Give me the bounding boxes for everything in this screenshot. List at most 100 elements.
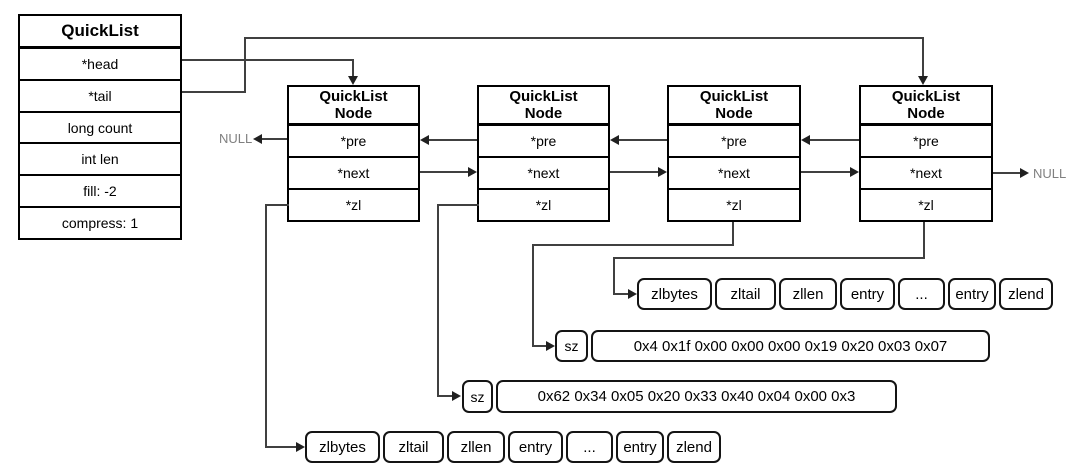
quicklist-node-2-box: QuickList Node *pre *next *zl xyxy=(477,85,610,222)
node3-zl-line-v1 xyxy=(732,222,734,246)
node-3-title-line1: QuickList xyxy=(699,88,769,105)
node-1-title-line2: Node xyxy=(334,105,373,122)
ziplist-cell-ellipsis: ... xyxy=(566,431,613,463)
quicklist-struct-box: QuickList *head *tail long count int len… xyxy=(18,14,182,240)
node-2-field-next: *next xyxy=(479,158,608,190)
ziplist-cell-entry: entry xyxy=(508,431,563,463)
node-3-field-zl: *zl xyxy=(726,197,742,213)
sz-hex-node3: 0x4 0x1f 0x00 0x00 0x00 0x19 0x20 0x03 0… xyxy=(591,330,990,362)
node3-pre-arrow-icon xyxy=(610,135,619,145)
node-2-field-pre: *pre xyxy=(479,126,608,158)
node4-zl-line-v2 xyxy=(613,257,615,295)
tail-pointer-line-v2 xyxy=(922,37,924,76)
ziplist-cell-zltail: zltail xyxy=(715,278,776,310)
node1-zl-line-h2 xyxy=(265,446,296,448)
node1-next-arrow-icon xyxy=(468,167,477,177)
node1-pre-null-arrow-icon xyxy=(253,134,262,144)
node4-zl-arrow-icon xyxy=(628,289,637,299)
node-4-field-zl: *zl xyxy=(918,197,934,213)
node-4-field-pre: *pre xyxy=(861,126,991,158)
sz-hex-node2: 0x62 0x34 0x05 0x20 0x33 0x40 0x04 0x00 … xyxy=(496,380,897,413)
quicklist-node-1-box: QuickList Node *pre *next *zl xyxy=(287,85,420,222)
sz-label-node3: sz xyxy=(555,330,588,362)
node4-zl-line-v1 xyxy=(923,222,925,259)
ziplist-cell-entry: entry xyxy=(948,278,996,310)
ziplist-cell-zlbytes: zlbytes xyxy=(637,278,712,310)
ziplist-cell-ellipsis: ... xyxy=(898,278,945,310)
node2-next-line xyxy=(610,171,658,173)
node2-zl-arrow-icon xyxy=(452,391,461,401)
node4-next-null-line xyxy=(993,172,1020,174)
quicklist-node-4-box: QuickList Node *pre *next *zl xyxy=(859,85,993,222)
node-2-field-zl: *zl xyxy=(535,197,552,213)
node4-pre-line xyxy=(810,139,859,141)
quicklist-field-fill: fill: -2 xyxy=(20,176,180,209)
ziplist-row-node4: zlbytes zltail zllen entry ... entry zle… xyxy=(637,278,1053,310)
tail-arrow-icon xyxy=(918,76,928,85)
head-pointer-line-v xyxy=(352,59,354,77)
quicklist-field-head: *head xyxy=(20,49,180,81)
node1-pre-null-line xyxy=(262,138,287,140)
node-1-field-next: *next xyxy=(289,158,418,190)
node1-zl-arrow-icon xyxy=(296,442,305,452)
quicklist-field-len: int len xyxy=(20,144,180,177)
node-4-title: QuickList Node xyxy=(861,87,991,126)
quicklist-struct-title: QuickList xyxy=(20,16,180,49)
node3-next-arrow-icon xyxy=(850,167,859,177)
node2-next-arrow-icon xyxy=(658,167,667,177)
quicklist-node-3-box: QuickList Node *pre *next *zl xyxy=(667,85,801,222)
quicklist-field-count: long count xyxy=(20,113,180,145)
node3-zl-line-v2 xyxy=(532,244,534,347)
node-1-field-zl: *zl xyxy=(345,197,362,213)
node3-zl-arrow-icon xyxy=(546,341,555,351)
node2-pre-arrow-icon xyxy=(420,135,429,145)
ziplist-cell-entry: entry xyxy=(840,278,895,310)
node-4-title-line2: Node xyxy=(907,105,945,122)
ziplist-row-node1: zlbytes zltail zllen entry ... entry zle… xyxy=(305,431,721,463)
ziplist-cell-entry: entry xyxy=(616,431,664,463)
null-label-left: NULL xyxy=(219,131,253,146)
node2-zl-line-h1 xyxy=(437,204,479,206)
node-1-title: QuickList Node xyxy=(289,87,418,126)
node-3-title: QuickList Node xyxy=(669,87,799,126)
node1-zl-line-v xyxy=(265,204,267,447)
node3-zl-line-h1 xyxy=(532,244,734,246)
node-4-field-next: *next xyxy=(861,158,991,190)
ziplist-cell-zlend: zlend xyxy=(999,278,1053,310)
head-arrow-icon xyxy=(348,76,358,85)
node-3-field-pre: *pre xyxy=(669,126,799,158)
node4-zl-line-h1 xyxy=(613,257,925,259)
node1-zl-line-h1 xyxy=(265,204,289,206)
node2-zl-line-v xyxy=(437,204,439,397)
node-2-title-line2: Node xyxy=(524,105,563,122)
sz-label-node2: sz xyxy=(462,380,493,413)
ziplist-cell-zllen: zllen xyxy=(779,278,837,310)
head-pointer-line-h xyxy=(182,59,354,61)
node3-next-line xyxy=(801,171,850,173)
quicklist-field-compress: compress: 1 xyxy=(61,215,139,232)
ziplist-cell-zlend: zlend xyxy=(667,431,721,463)
quicklist-field-tail: *tail xyxy=(20,81,180,113)
node-1-field-pre: *pre xyxy=(289,126,418,158)
tail-pointer-line-h2 xyxy=(244,37,924,39)
node1-next-line xyxy=(420,171,468,173)
node-3-title-line2: Node xyxy=(715,105,753,122)
node-4-title-line1: QuickList xyxy=(891,88,961,105)
tail-pointer-line-h1 xyxy=(182,91,246,93)
node-1-title-line1: QuickList xyxy=(319,88,388,105)
node-2-title-line1: QuickList xyxy=(509,88,578,105)
node4-zl-line-h2 xyxy=(613,293,629,295)
node2-zl-line-h2 xyxy=(437,395,453,397)
ziplist-cell-zltail: zltail xyxy=(383,431,444,463)
node-2-title: QuickList Node xyxy=(479,87,608,126)
node2-pre-line xyxy=(429,139,477,141)
tail-pointer-line-v1 xyxy=(244,37,246,93)
ziplist-cell-zlbytes: zlbytes xyxy=(305,431,380,463)
ziplist-cell-zllen: zllen xyxy=(447,431,505,463)
node-3-field-next: *next xyxy=(669,158,799,190)
null-label-right: NULL xyxy=(1033,166,1067,181)
node3-zl-line-h2 xyxy=(532,345,547,347)
node3-pre-line xyxy=(619,139,667,141)
node4-next-null-arrow-icon xyxy=(1020,168,1029,178)
